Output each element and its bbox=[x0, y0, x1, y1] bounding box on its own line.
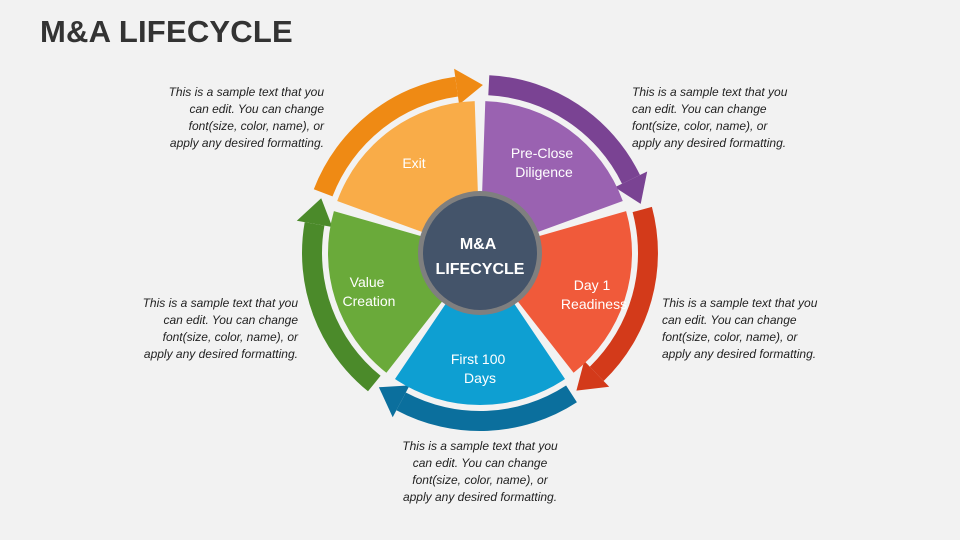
hub-label: M&A LIFECYCLE bbox=[436, 236, 525, 278]
arrowhead-pre-close-diligence bbox=[614, 171, 648, 204]
segment-pre-close-diligence[interactable] bbox=[482, 101, 623, 233]
segment-label-first-100-days: First 100 Days bbox=[451, 351, 509, 386]
hub-circle bbox=[423, 196, 537, 310]
segment-day-1-readiness[interactable] bbox=[516, 211, 632, 373]
description-middle-right: This is a sample text that you can edit.… bbox=[662, 296, 818, 361]
description-bottom: This is a sample text that you can edit.… bbox=[402, 439, 558, 504]
segment-value-creation[interactable] bbox=[328, 211, 444, 373]
arrowhead-value-creation bbox=[296, 198, 333, 227]
arrowhead-exit bbox=[454, 68, 483, 105]
description-top-right: This is a sample text that you can edit.… bbox=[632, 85, 788, 150]
segment-label-day-1-readiness: Day 1 Readiness bbox=[561, 277, 627, 312]
hub: M&A LIFECYCLE bbox=[418, 191, 542, 315]
segment-label-pre-close-diligence: Pre-Close Diligence bbox=[511, 145, 577, 180]
description-middle-left: This is a sample text that you can edit.… bbox=[142, 296, 298, 361]
arrowhead-first-100-days bbox=[378, 385, 410, 418]
arrowhead-day-1-readiness bbox=[576, 360, 610, 391]
segment-first-100-days[interactable] bbox=[395, 302, 565, 405]
description-top-left: This is a sample text that you can edit.… bbox=[168, 85, 324, 150]
segments bbox=[328, 101, 632, 405]
segment-labels: Exit Pre-Close Diligence Day 1 Readiness… bbox=[343, 145, 628, 386]
ring-arrow-day-1-readiness bbox=[589, 206, 658, 381]
ring-arrow-exit bbox=[313, 76, 458, 197]
ring-arrow-pre-close-diligence bbox=[488, 75, 640, 184]
page-title: M&A LIFECYCLE bbox=[40, 14, 293, 49]
segment-exit[interactable] bbox=[337, 101, 478, 233]
segment-label-exit: Exit bbox=[402, 155, 425, 171]
ring-arrow-value-creation bbox=[302, 222, 381, 392]
segment-label-value-creation: Value Creation bbox=[343, 274, 396, 309]
ring-arrow-first-100-days bbox=[396, 385, 577, 432]
ring-arrows bbox=[296, 68, 658, 432]
